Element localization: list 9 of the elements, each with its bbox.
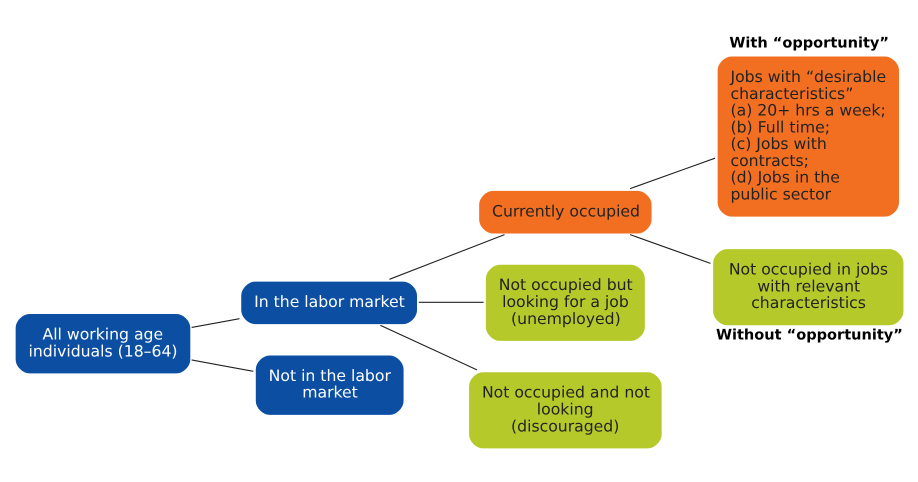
connector <box>389 234 505 280</box>
connector <box>630 234 711 264</box>
node-label: Without “opportunity” <box>716 326 903 344</box>
connector <box>630 158 716 190</box>
connector <box>380 324 478 370</box>
connector <box>192 359 254 372</box>
node-label: With “opportunity” <box>729 34 889 52</box>
connector <box>192 318 240 328</box>
connector <box>418 302 484 303</box>
